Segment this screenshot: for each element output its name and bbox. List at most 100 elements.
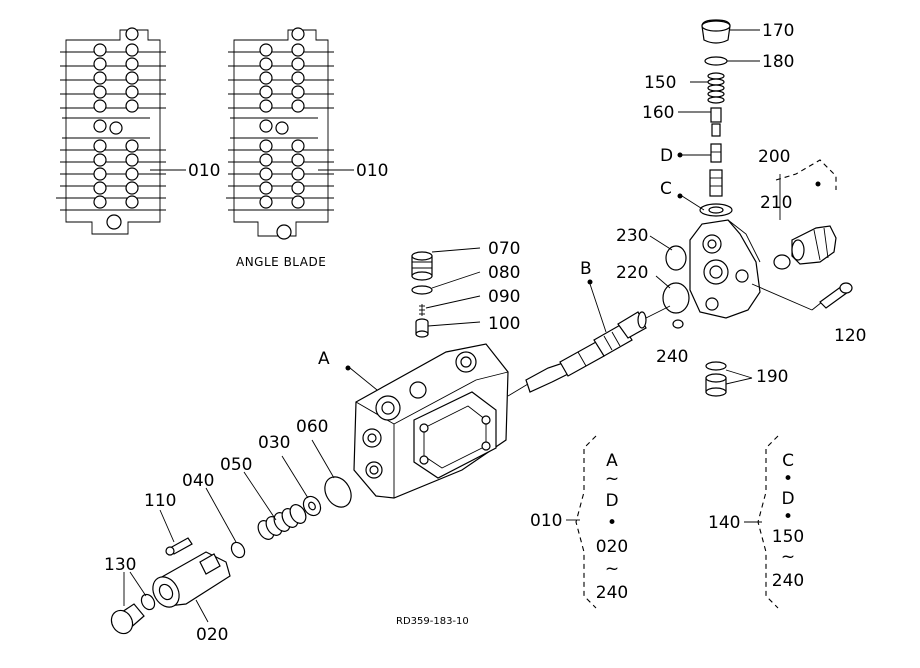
part-080-o-ring [411, 285, 433, 295]
part-240-o-ring [672, 319, 684, 329]
legend-010-line: ~ [605, 469, 619, 489]
legend-140-line: C [782, 451, 794, 471]
leader-080 [431, 271, 481, 289]
leader-020 [195, 599, 209, 623]
part-190-plug [705, 361, 727, 397]
leader-C [681, 195, 705, 211]
part-160-poppet [710, 107, 722, 137]
callout-100: 100 [488, 314, 520, 334]
callout-230: 230 [616, 226, 648, 246]
valve-stack-thumbnail-left [56, 27, 166, 235]
callout-070: 070 [488, 239, 520, 259]
spool-axis-line [507, 383, 529, 397]
leader-090 [425, 295, 481, 309]
relief-valve-housing [689, 219, 761, 319]
legend-010-line: ~ [605, 559, 619, 579]
part-170-cap [701, 19, 731, 44]
callout-120: 120 [834, 326, 866, 346]
leader-030 [281, 455, 309, 499]
callout-D: D [660, 146, 673, 166]
callout-C: C [660, 179, 672, 199]
leader-070 [431, 247, 481, 253]
part-070-plug [411, 251, 433, 281]
bracket-010 [575, 435, 597, 609]
callout-220: 220 [616, 263, 648, 283]
leader-230 [649, 235, 673, 251]
leader-040 [205, 487, 237, 543]
legend-010-label: 010 [530, 511, 562, 531]
part-110-bolt [165, 537, 193, 556]
part-040-washer [230, 541, 246, 559]
part-220-o-ring [662, 282, 690, 314]
legend-010-line: 240 [596, 583, 628, 603]
part-090-spring [419, 304, 425, 316]
callout-110: 110 [144, 491, 176, 511]
marker-A [345, 365, 351, 371]
legend-140-line: 240 [772, 571, 804, 591]
valve-stack-thumbnail-right [226, 27, 334, 240]
legend-010-list: A ~ D • 020 ~ 240 [596, 451, 628, 603]
leader-190-b [725, 377, 753, 385]
callout-200: 200 [758, 147, 790, 167]
part-150-spring [707, 72, 725, 104]
callout-210: 210 [760, 193, 792, 213]
part-210-o-ring [773, 254, 791, 270]
part-A-valve-body [353, 343, 509, 499]
part-230-o-ring [665, 245, 687, 271]
callout-190: 190 [756, 367, 788, 387]
legend-140-line: ~ [781, 547, 795, 567]
legend-140-label: 140 [708, 513, 740, 533]
callout-030: 030 [258, 433, 290, 453]
legend-140-list: C • D • 150 ~ 240 [772, 451, 804, 591]
legend-140-line: • [783, 469, 793, 489]
drawing-reference-code: RD359-183-10 [396, 616, 469, 627]
callout-A: A [318, 349, 330, 369]
callout-040: 040 [182, 471, 214, 491]
part-130-plug [110, 603, 145, 635]
part-120-bolt [819, 282, 853, 309]
callout-150: 150 [644, 73, 676, 93]
caption-angle-blade: ANGLE BLADE [236, 255, 326, 269]
leader-100 [427, 321, 481, 327]
bracket-200 [775, 159, 837, 190]
part-030-retainer [302, 495, 322, 517]
part-130-o-ring [140, 593, 156, 611]
marker-C [677, 193, 683, 199]
callout-170: 170 [762, 21, 794, 41]
callout-180: 180 [762, 52, 794, 72]
marker-B [587, 279, 593, 285]
leader-A [349, 367, 383, 395]
callout-010-right: 010 [356, 161, 388, 181]
part-100-poppet [415, 318, 429, 338]
part-C-seat [699, 169, 733, 217]
leader-050 [243, 471, 277, 521]
callout-080: 080 [488, 263, 520, 283]
part-020-cap [152, 551, 231, 608]
marker-D [677, 152, 683, 158]
callout-090: 090 [488, 287, 520, 307]
callout-240: 240 [656, 347, 688, 367]
legend-140-line: 150 [772, 527, 804, 547]
leader-110 [159, 509, 175, 543]
part-060-o-ring [324, 476, 352, 508]
leader-B [589, 283, 607, 333]
leader-120-b [811, 301, 823, 311]
callout-010-left: 010 [188, 161, 220, 181]
part-200-plug [791, 225, 837, 265]
leader-220 [655, 275, 671, 289]
marker-200 [815, 181, 821, 187]
callout-050: 050 [220, 455, 252, 475]
callout-B: B [580, 259, 592, 279]
callout-060: 060 [296, 417, 328, 437]
legend-010-line: A [606, 451, 618, 471]
spool-axis-line-2 [645, 305, 671, 319]
part-180-o-ring [704, 56, 728, 66]
legend-010-line: D [605, 491, 618, 511]
leader-060 [311, 439, 335, 479]
part-050-spring [257, 504, 307, 540]
leader-130-b [129, 571, 147, 597]
callout-020: 020 [196, 625, 228, 645]
part-D-valve [710, 143, 722, 163]
leader-120-a [751, 283, 813, 311]
